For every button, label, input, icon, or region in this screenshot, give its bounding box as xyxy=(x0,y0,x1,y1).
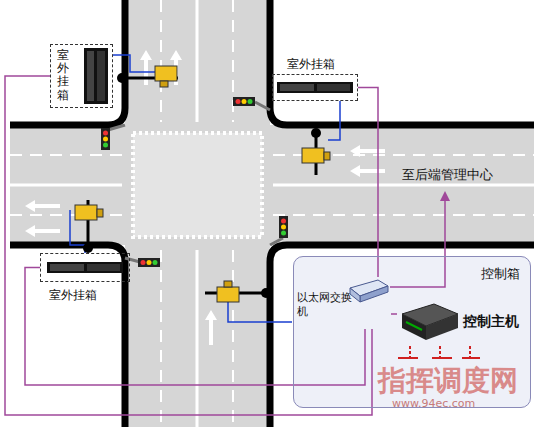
node-label: 控制主机 xyxy=(463,313,519,331)
lane-lines xyxy=(10,0,534,427)
device-icon xyxy=(398,300,460,342)
outdoor-cabinet: 室外挂箱 xyxy=(272,74,358,101)
device-icon xyxy=(348,278,390,304)
watermark-url: www.94ec.com xyxy=(392,397,475,410)
node-label: 室外挂箱 xyxy=(49,287,97,304)
watermark: 指挥调度网 xyxy=(378,362,518,400)
lane-arrows xyxy=(25,50,385,345)
device-icon xyxy=(84,48,108,104)
io-wires xyxy=(398,346,480,358)
traffic-lights xyxy=(101,97,288,267)
network-cable xyxy=(358,88,378,278)
network-cable xyxy=(391,313,397,315)
uplink-arrow xyxy=(390,196,445,287)
road-ns xyxy=(125,0,270,427)
node-label: 以太网交换 机 xyxy=(297,291,355,319)
device-icon xyxy=(47,262,123,273)
outdoor-cabinet: 室外挂箱 xyxy=(50,44,113,108)
destination-label: 至后端管理中心 xyxy=(402,166,493,184)
node-label: 室外挂箱 xyxy=(287,56,335,73)
crossing-area xyxy=(133,133,262,237)
device-icon xyxy=(277,82,353,93)
curbs xyxy=(10,0,534,427)
control-host: 控制主机 xyxy=(397,299,525,347)
ethernet-switch: 以太网交换 机 xyxy=(297,277,391,329)
outdoor-cabinet: 室外挂箱 xyxy=(40,253,130,282)
network-cable xyxy=(5,76,372,415)
node-label: 室外挂箱 xyxy=(57,49,69,102)
network-cable xyxy=(25,268,365,386)
node-label: 控制箱 xyxy=(481,265,520,283)
